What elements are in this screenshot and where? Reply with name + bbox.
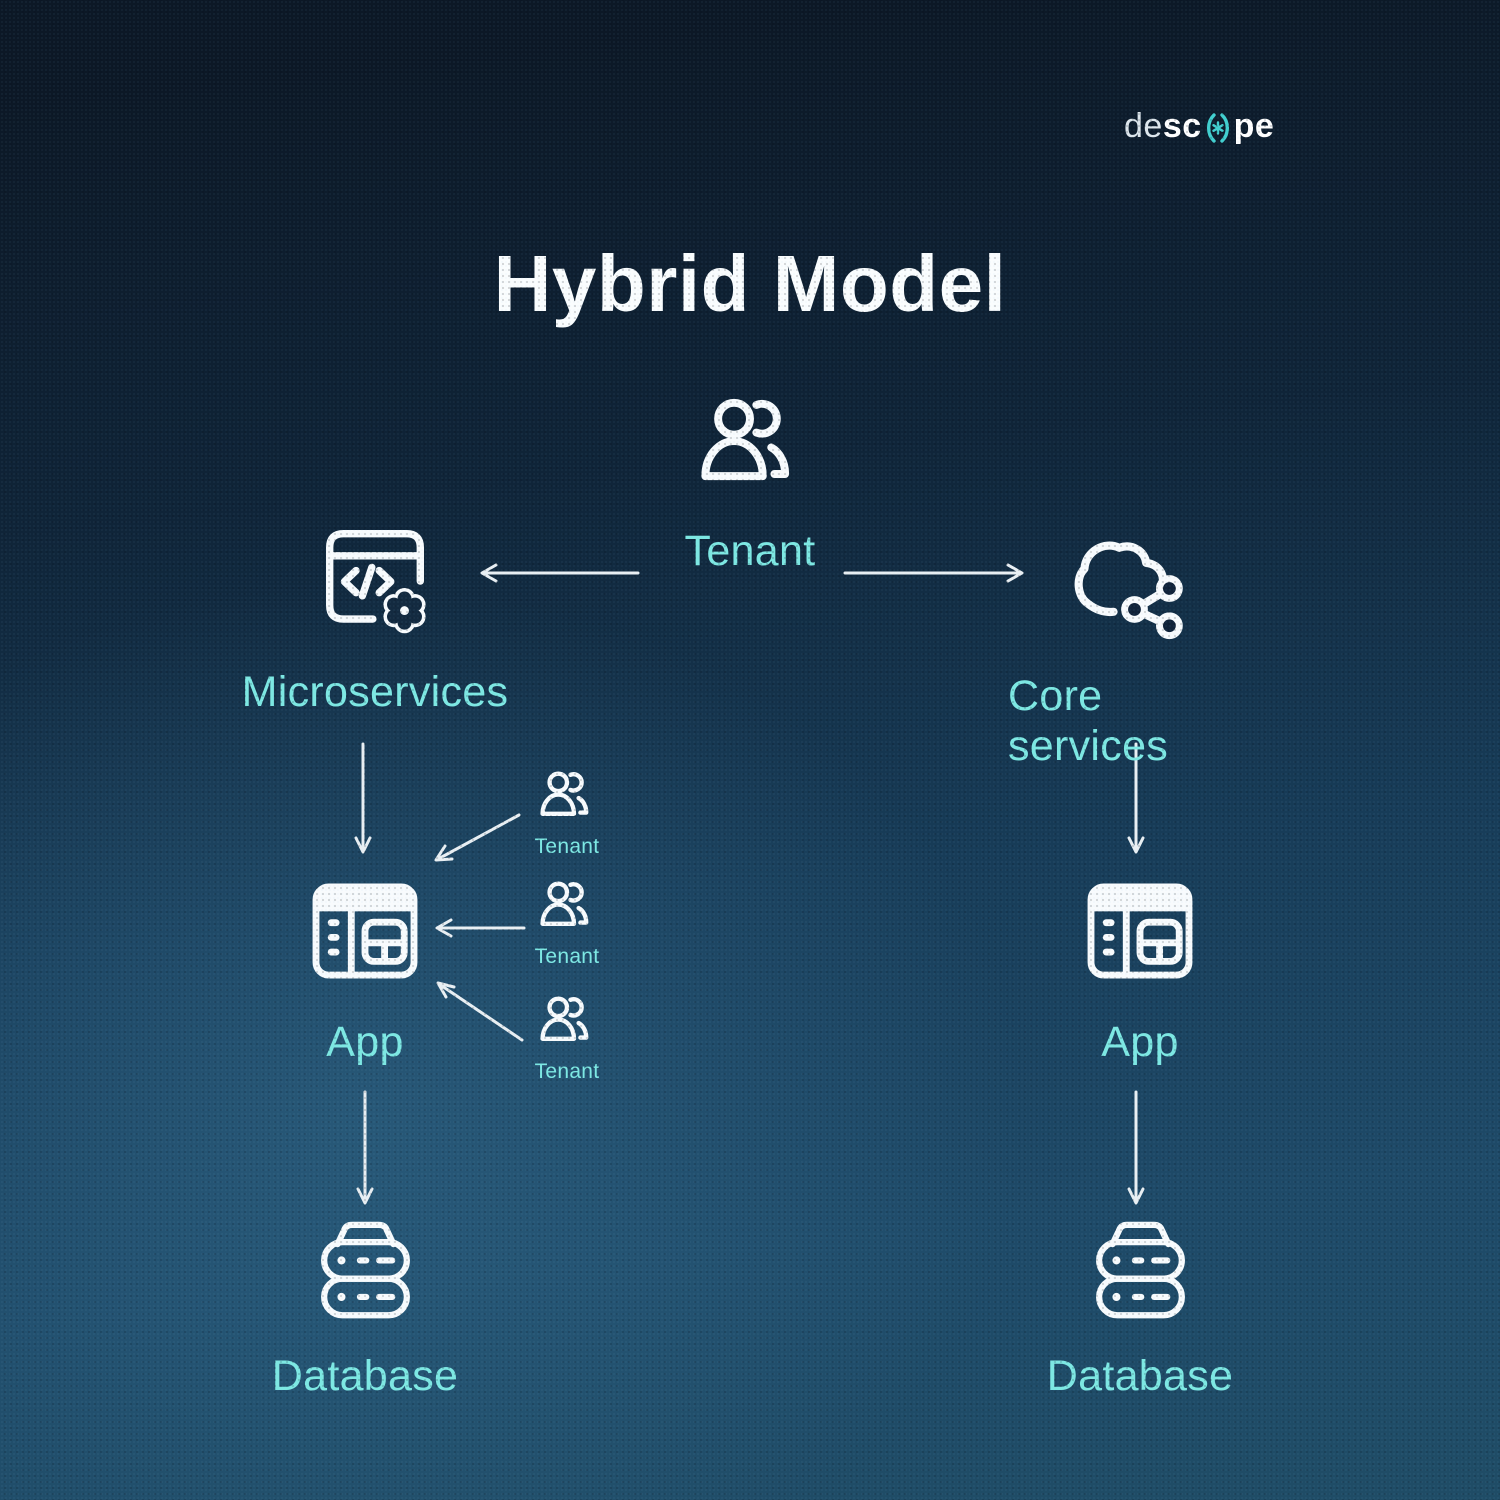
users-icon	[540, 996, 589, 1041]
tenant-label: Tenant	[684, 527, 816, 575]
database-server-icon	[1095, 1221, 1185, 1319]
database-server-icon	[320, 1221, 410, 1319]
node-database-right: Database	[1030, 1221, 1250, 1401]
app-label: App	[1101, 1018, 1179, 1066]
node-database-left: Database	[255, 1221, 475, 1401]
tenant-label: Tenant	[534, 1060, 600, 1083]
node-tenant-small-1: Tenant	[505, 769, 629, 858]
node-tenant: Tenant	[640, 394, 860, 576]
node-app-left: App	[255, 882, 475, 1067]
app-window-icon	[1087, 883, 1193, 979]
database-label: Database	[1046, 1352, 1234, 1400]
node-tenant-small-3: Tenant	[505, 994, 629, 1083]
node-tenant-small-2: Tenant	[505, 879, 629, 968]
logo-text-sc: sc	[1162, 107, 1202, 145]
logo-text-pe: pe	[1233, 107, 1275, 145]
tenant-label: Tenant	[534, 835, 600, 858]
node-core-services: Core services	[1008, 528, 1253, 771]
core-services-label: Core services	[1008, 672, 1169, 770]
node-microservices: Microservices	[242, 520, 508, 717]
app-label: App	[326, 1018, 404, 1066]
logo-text-de: de	[1124, 107, 1163, 145]
users-icon	[701, 398, 790, 481]
page-title: Hybrid Model	[493, 239, 1007, 328]
logo-o-asterisk-icon	[1206, 112, 1229, 143]
users-icon	[540, 771, 589, 816]
node-app-right: App	[1030, 882, 1250, 1067]
tenant-label: Tenant	[534, 945, 600, 968]
app-window-icon	[312, 883, 418, 979]
microservices-label: Microservices	[241, 668, 509, 716]
code-window-gear-icon	[326, 530, 426, 634]
database-label: Database	[271, 1352, 459, 1400]
users-icon	[540, 881, 589, 926]
cloud-share-icon	[1074, 541, 1183, 640]
